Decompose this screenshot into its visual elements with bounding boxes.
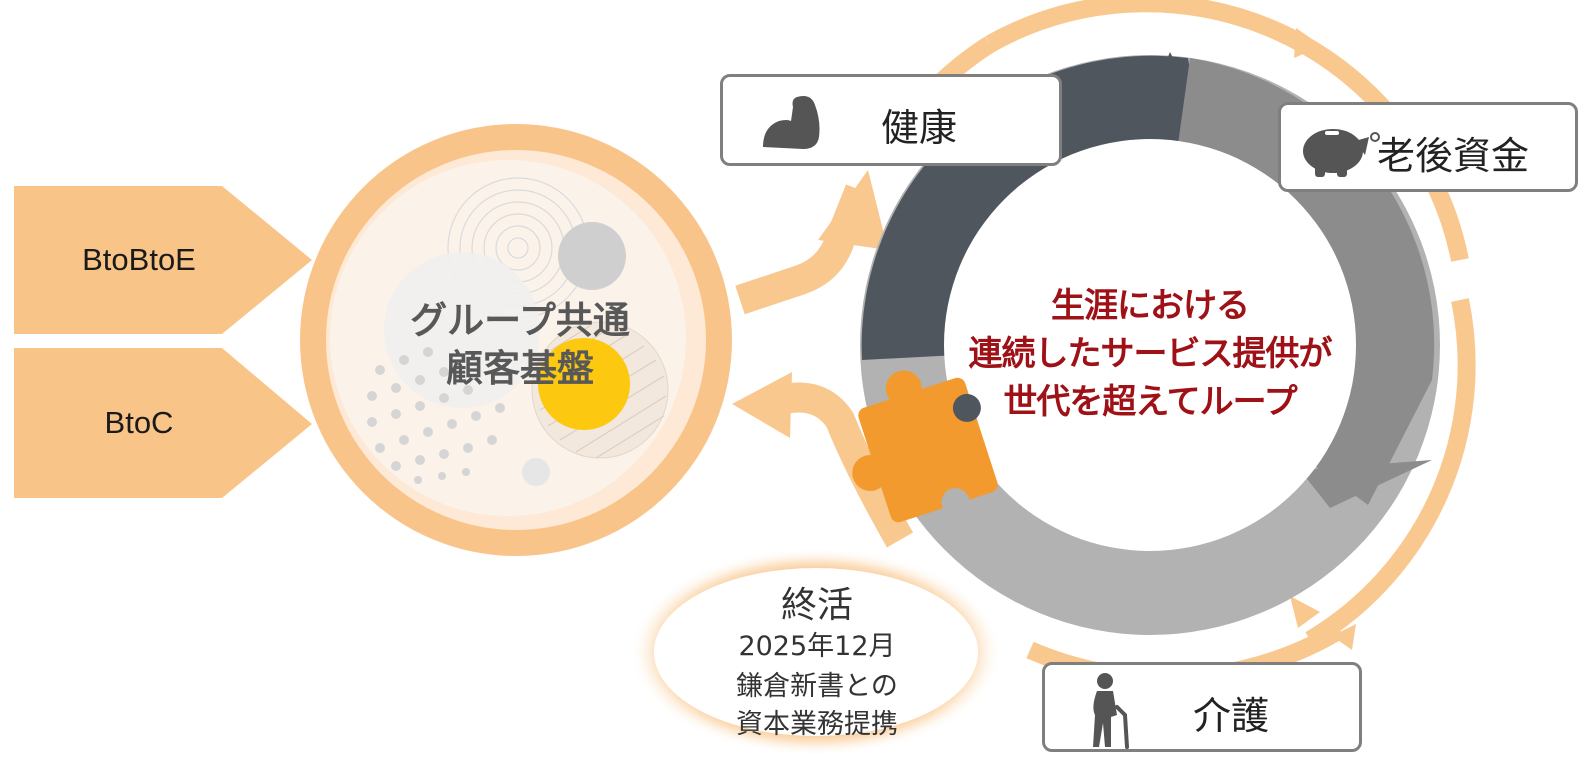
stage-box-health: 健康 (720, 74, 1062, 166)
piggy-bank-icon (1303, 129, 1380, 177)
shukatsu-partner: 鎌倉新書との (736, 671, 898, 702)
center-text-line3: 世代を超えてループ (1003, 382, 1297, 422)
stage-box-retirement: 老後資金 (1278, 102, 1578, 192)
elderly-person-icon (1093, 673, 1129, 749)
segment-arrow-btobtoe (14, 186, 312, 334)
stage-label-care: 介護 (1193, 694, 1270, 738)
hub-circle (300, 124, 732, 556)
shukatsu-date: 2025年12月 (738, 631, 896, 662)
puzzle-piece-icon (852, 370, 998, 523)
stage-label-retirement: 老後資金 (1377, 134, 1530, 178)
stage-box-care: 介護 (1042, 662, 1362, 752)
stage-label-health: 健康 (881, 106, 958, 150)
segment-label-btobtoe: BtoBtoE (82, 242, 196, 277)
connector-arrowhead-out (818, 170, 888, 250)
hub-title-line1: グループ共通 (410, 299, 630, 342)
center-text-line1: 生涯における (1051, 286, 1250, 326)
segment-arrow-btoc (14, 348, 312, 498)
center-text-line2: 連続したサービス提供が (968, 334, 1333, 374)
shukatsu-title: 終活 (780, 585, 853, 626)
connector-arrow-in (754, 382, 914, 548)
shukatsu-alliance: 資本業務提携 (736, 709, 898, 740)
hub-title-line2: 顧客基盤 (446, 347, 594, 390)
shukatsu-bubble (654, 568, 978, 736)
segment-label-btoc: BtoC (104, 405, 174, 440)
muscle-arm-icon (763, 96, 820, 149)
connector-arrowhead-in (732, 372, 792, 438)
